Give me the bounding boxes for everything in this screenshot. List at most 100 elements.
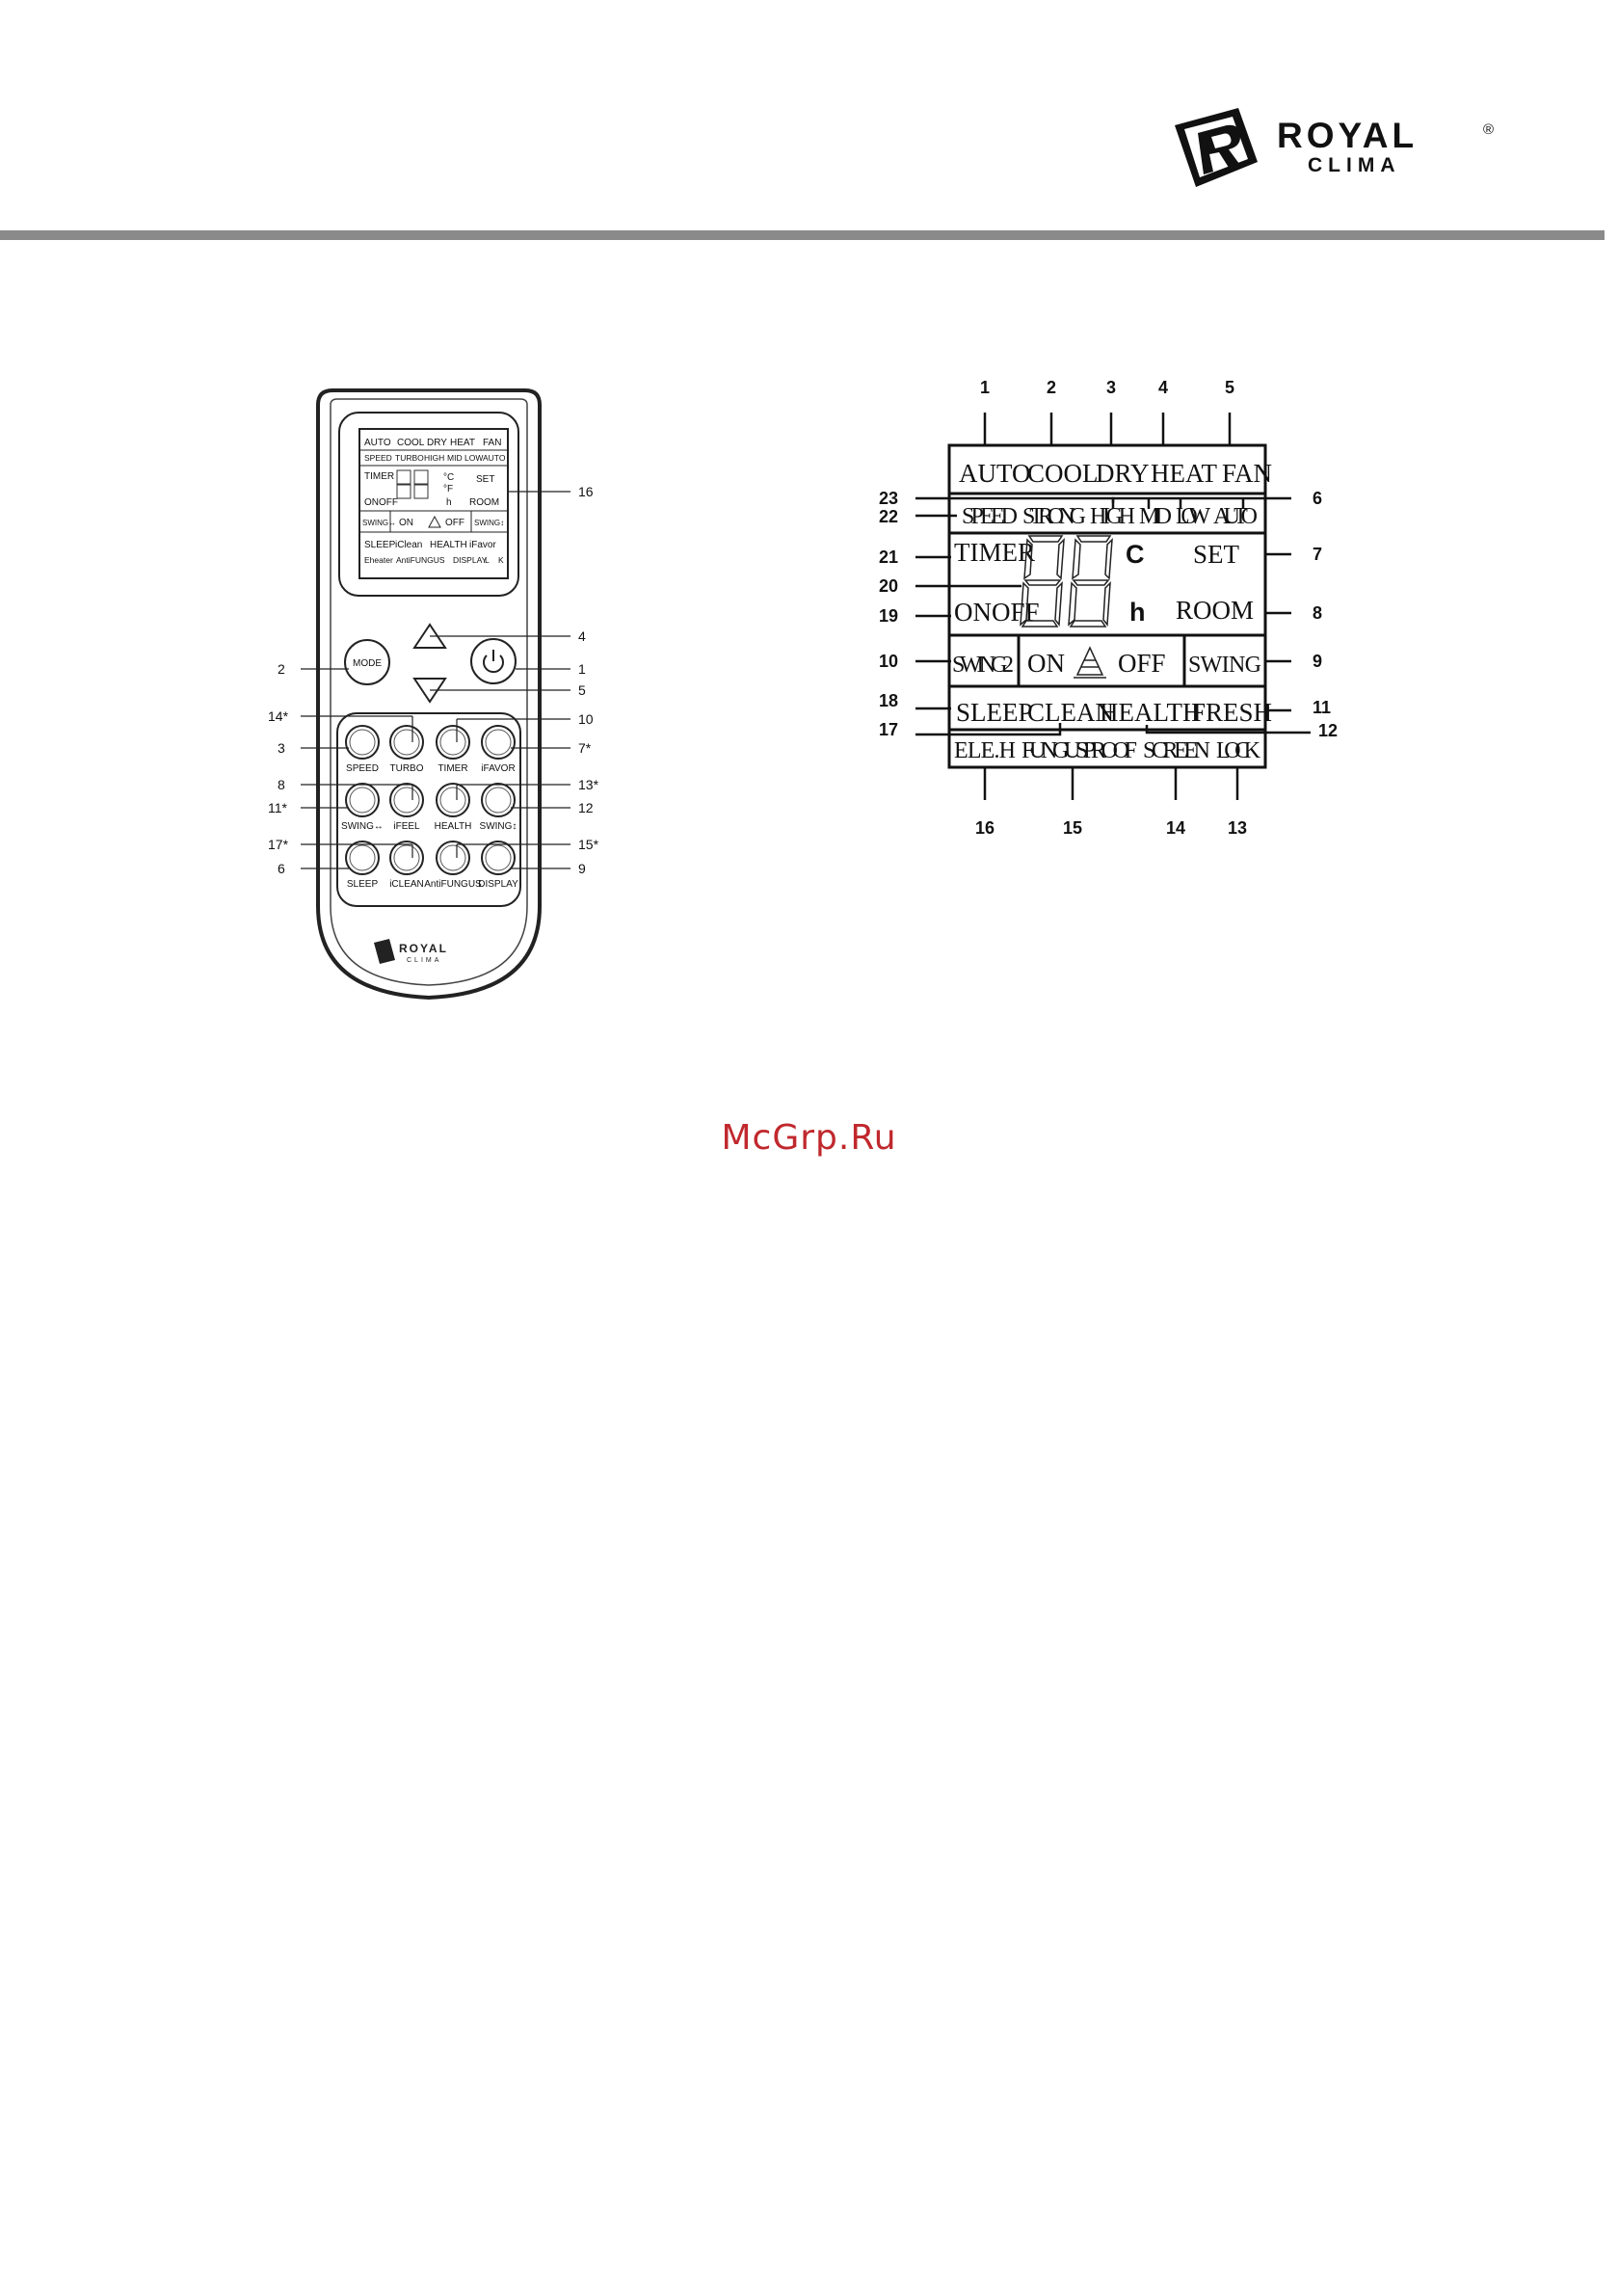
lcd-sleep: SLEEP [956,698,1033,727]
remote-lcd-digits [396,469,429,499]
lcd-swing: SWING [1188,653,1261,678]
remote-callout-numbers: 16 4 2 1 5 14* 10 3 7* 8 13* 11* 12 17* … [268,484,599,876]
remote-button-inner-ring [439,787,466,814]
lcd-heat: HEAT [1151,459,1217,488]
remote-button-circle[interactable] [389,783,424,817]
lcd-room: ROOM [1176,596,1254,625]
remote-button-circle[interactable] [345,841,380,875]
lcd-mid: MID [1139,504,1172,529]
brand-subname: CLIMA [1308,154,1401,176]
remote-button-circle[interactable] [481,783,516,817]
remote-button-circle[interactable] [481,725,516,760]
callout-16: 16 [578,484,594,499]
lcd-strong: STRONG [1022,504,1086,529]
remote-lcd-ifavor: iFavor [469,540,496,550]
remote-lcd-deg-c: °C [443,472,454,483]
callout-13: 13* [578,777,599,792]
remote-lcd-auto: AUTO [364,438,391,448]
remote-button-label: iFEEL [393,821,420,832]
lcd-lock: LOCK [1216,738,1261,763]
callout-2: 2 [278,661,285,677]
remote-button-2-2[interactable]: iFEEL [389,783,424,832]
callout-17: 17* [268,837,289,852]
lcd-num-top-2: 2 [1047,378,1056,397]
lcd-num-9: 9 [1313,652,1322,671]
remote-button-1-3[interactable]: TIMER [436,725,470,774]
remote-button-circle[interactable] [389,841,424,875]
header-rule [0,230,1605,240]
remote-button-inner-ring [349,729,376,756]
remote-button-2-1[interactable]: SWING↔ [341,783,384,832]
remote-button-1-4[interactable]: iFAVOR [481,725,516,774]
remote-logo-text: ROYAL [399,942,448,955]
remote-button-2-4[interactable]: SWING↕ [480,783,517,832]
remote-button-3-2[interactable]: iCLEAN [389,841,424,890]
remote-lcd-low: LOW [464,453,483,463]
remote-button-circle[interactable] [436,783,470,817]
remote-button-3-1[interactable]: SLEEP [345,841,380,890]
lcd-fungusproof: FUNGUSPROOF [1021,738,1137,763]
remote-button-3-4[interactable]: DISPLAY [478,841,518,890]
watermark: McGrp.Ru [721,1118,897,1158]
lcd-eleh: ELE.H [954,738,1016,763]
lcd-diagram: 1 2 3 4 5 AUTO COOL DRY HEAT FAN SPEED S… [879,378,1338,838]
remote-button-label: DISPLAY [478,879,518,890]
lcd-num-top-4: 4 [1158,378,1168,397]
lcd-num-14: 14 [1166,818,1185,838]
remote-lcd-onoff: ONOFF [364,497,398,508]
remote-button-3-3[interactable]: AntiFUNGUS [424,841,482,890]
lcd-num-19: 19 [879,606,898,626]
remote-lcd-antifungus: AntiFUNGUS [396,555,445,565]
remote-lcd-mid: MID [447,453,463,463]
callout-11: 11* [268,800,288,815]
mode-button-label: MODE [353,658,382,669]
remote-button-label: TURBO [390,763,424,774]
lcd-num-7: 7 [1313,545,1322,564]
power-button[interactable] [470,638,517,684]
remote-button-circle[interactable] [389,725,424,760]
remote-lcd-health: HEALTH [430,540,467,550]
lcd-cool: COOL [1027,459,1099,488]
lcd-num-22: 22 [879,507,898,526]
lcd-num-top-5: 5 [1225,378,1234,397]
remote-lcd-high: HIGH [424,453,444,463]
remote-button-label: iCLEAN [389,879,424,890]
lcd-num-10: 10 [879,652,898,671]
remote-button-circle[interactable] [345,725,380,760]
remote-button-circle[interactable] [345,783,380,817]
remote-lcd-k: K [498,555,504,565]
lcd-num-11: 11 [1313,698,1331,717]
remote-button-circle[interactable] [481,841,516,875]
lcd-num-23: 23 [879,489,898,508]
remote-button-inner-ring [393,729,420,756]
remote-button-2-3[interactable]: HEALTH [435,783,472,832]
remote-lcd-fan: FAN [483,438,501,448]
brand-emblem-icon [1175,108,1258,187]
remote-button-circle[interactable] [436,725,470,760]
remote-illustration: AUTO COOL DRY HEAT FAN SPEED TURBO HIGH … [268,388,599,1001]
callout-5: 5 [578,682,586,698]
remote-lcd-eheater: Eheater [364,555,393,565]
remote-lcd-l: L [485,555,490,565]
lcd-auto-fan: AUTO [1213,504,1258,529]
remote-lcd-row1: AUTO COOL DRY HEAT FAN [364,438,501,448]
remote-button-1-2[interactable]: TURBO [389,725,424,774]
lcd-diagram-frame [947,443,1267,769]
mode-button[interactable]: MODE [344,639,390,685]
remote-lcd-heat: HEAT [450,438,475,448]
remote-button-1-1[interactable]: SPEED [345,725,380,774]
brand-name: ROYAL [1277,116,1419,155]
remote-button-label: SWING↕ [480,821,517,832]
remote-lcd-bezel [338,412,519,597]
remote-button-circle[interactable] [436,841,470,875]
callout-9: 9 [578,861,586,876]
remote-lcd-turbo: TURBO [395,453,424,463]
lcd-unit-c: C [1126,540,1145,569]
lcd-on: ON [1027,649,1065,678]
lcd-num-15: 15 [1063,818,1082,838]
lcd-left-leaders [915,496,1115,736]
remote-logo: ROYAL CLIMA [374,939,448,964]
remote-lcd-off: OFF [445,518,464,528]
lcd-num-top-3: 3 [1106,378,1116,397]
lcd-fresh: FRESH [1191,698,1272,727]
